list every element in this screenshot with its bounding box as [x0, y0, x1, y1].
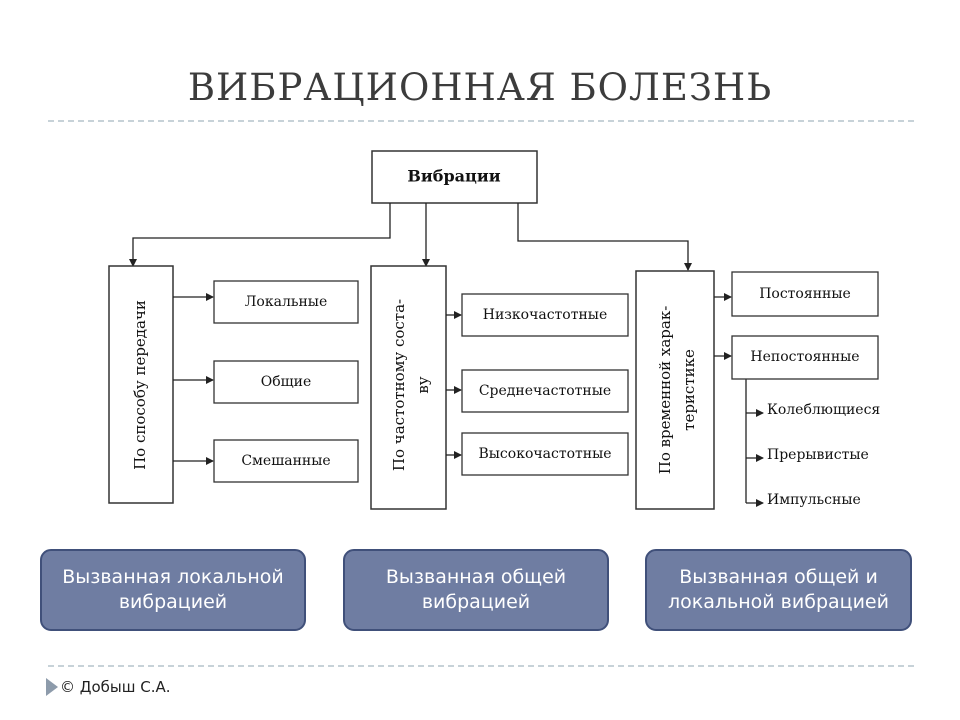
item-high-freq-box — [461, 432, 629, 476]
branch-transmission-box — [108, 265, 174, 504]
category-local-vibration: Вызванная локальной вибрацией — [40, 549, 306, 631]
top-divider — [48, 120, 914, 122]
branch-frequency-label-1: По частотному соста- — [390, 299, 408, 471]
subitem-oscillating-label: Колеблющиеся — [767, 402, 880, 418]
item-general-label: Общие — [261, 374, 312, 390]
branch-frequency-connectors — [446, 311, 462, 459]
category-general-vibration: Вызванная общей вибрацией — [343, 549, 609, 631]
item-constant-label: Постоянные — [759, 286, 851, 302]
root-label: Вибрации — [407, 167, 500, 186]
category-general-and-local-vibration: Вызванная общей и локальной вибрацией — [645, 549, 912, 631]
footer-credit: © Добыш С.А. — [60, 678, 171, 696]
footer: © Добыш С.А. — [46, 676, 171, 698]
branch-transmission-connectors — [173, 293, 214, 465]
slide-title: ВИБРАЦИОННАЯ БОЛЕЗНЬ — [187, 66, 773, 109]
root-connectors — [129, 203, 692, 271]
branch-time-label-1: По временной харак- — [656, 306, 674, 475]
item-nonconstant-label: Непостоянные — [750, 349, 859, 365]
branch-frequency-box — [370, 265, 447, 510]
bullet-arrow-icon — [46, 678, 58, 696]
bottom-divider — [48, 665, 914, 667]
item-mid-freq-box — [461, 369, 629, 413]
subitem-pulsed-label: Импульсные — [767, 492, 861, 508]
item-nonconstant-box — [731, 335, 879, 380]
item-constant-box — [731, 271, 879, 317]
item-mid-freq-label: Среднечастотные — [479, 383, 611, 399]
branch-transmission-label: По способу передачи — [131, 300, 149, 470]
item-mixed-label: Смешанные — [241, 453, 330, 469]
item-low-freq-box — [461, 293, 629, 337]
item-high-freq-label: Высокочастотные — [479, 446, 612, 462]
branch-time-label-2: теристике — [680, 349, 698, 431]
branch-frequency-label-2: ву — [414, 376, 432, 393]
branch-time-box — [635, 270, 715, 510]
item-local-box — [213, 280, 359, 324]
item-general-box — [213, 360, 359, 404]
item-mixed-box — [213, 439, 359, 483]
root-box — [371, 150, 538, 204]
item-local-label: Локальные — [245, 294, 327, 310]
branch-time-connectors — [714, 293, 764, 507]
subitem-intermittent-label: Прерывистые — [767, 447, 869, 463]
item-low-freq-label: Низкочастотные — [483, 307, 607, 323]
